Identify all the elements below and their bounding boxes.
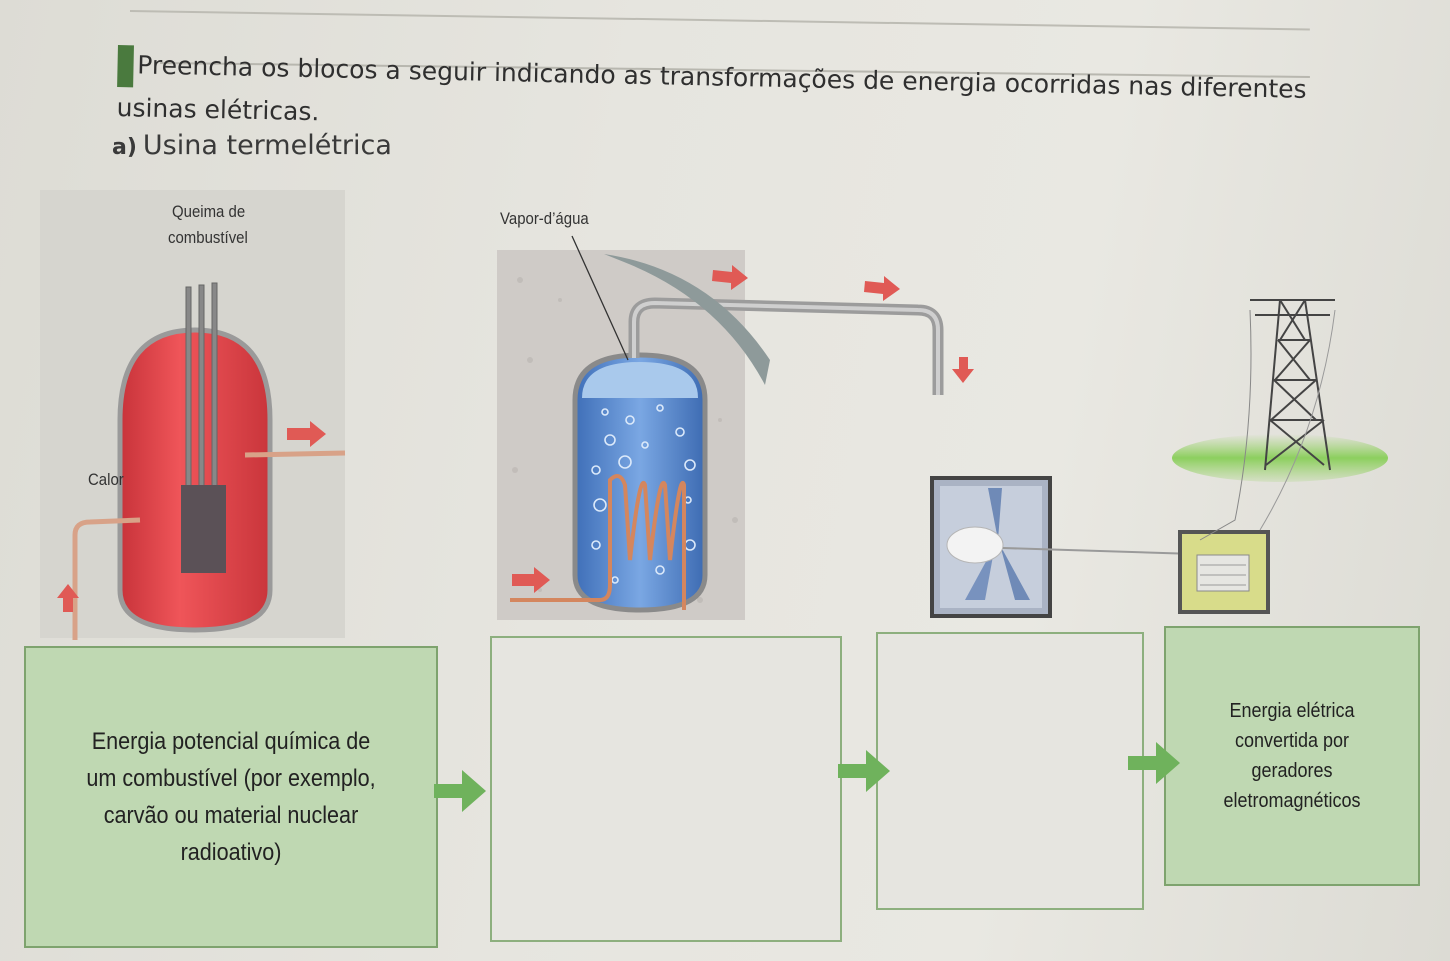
label-queima: Queima de xyxy=(172,202,246,221)
power-line xyxy=(1199,309,1252,541)
curved-stack xyxy=(604,254,770,385)
energy-block-2[interactable] xyxy=(490,636,842,942)
flow-arrow-3 xyxy=(1128,742,1180,784)
inlet-pipe xyxy=(72,517,141,640)
section-title-text: Usina termelétrica xyxy=(142,130,392,161)
energy-block-1: Energia potencial química de um combustí… xyxy=(24,646,438,948)
turbine-blade xyxy=(1000,545,1030,600)
label-vapor: Vapor-d’água xyxy=(500,209,589,228)
steam-arrow-down xyxy=(952,357,974,383)
flow-arrow-2 xyxy=(838,750,890,792)
coil-inflow-arrow xyxy=(512,567,550,593)
transmission-tower xyxy=(1250,299,1335,471)
reactor-vessel xyxy=(117,327,273,633)
flow-arrow-1 xyxy=(434,770,486,812)
grass-patch xyxy=(1172,434,1388,482)
fuel-rod xyxy=(185,286,192,503)
steam-space xyxy=(582,362,698,398)
turbine-hub xyxy=(946,526,1004,564)
bubbles xyxy=(591,404,696,584)
vapor-pointer-line xyxy=(571,235,629,361)
fuel-core xyxy=(181,485,226,573)
outlet-pipe xyxy=(244,450,346,458)
turbine-blade xyxy=(988,488,1002,540)
fuel-rod xyxy=(211,282,218,503)
heat-arrow xyxy=(287,421,326,447)
energy-block-3[interactable] xyxy=(876,632,1144,910)
generator-inner xyxy=(1196,554,1250,592)
energy-block-4: Energia elétrica convertida por geradore… xyxy=(1164,626,1420,886)
fuel-rod xyxy=(198,284,205,503)
energy-block-1-text: Energia potencial química de um combustí… xyxy=(86,728,376,866)
section-letter: a) xyxy=(112,135,137,160)
turbine-shaft xyxy=(1002,547,1196,555)
steam-arrow-1 xyxy=(712,265,748,290)
steam-pipe-highlight xyxy=(632,300,940,395)
inflow-arrow xyxy=(57,584,79,612)
power-line xyxy=(1259,309,1336,531)
energy-block-4-text: Energia elétrica convertida por geradore… xyxy=(1223,700,1361,812)
heating-coil xyxy=(510,474,686,610)
section-title: a)Usina termelétrica xyxy=(112,130,392,161)
label-combustivel: combustível xyxy=(168,228,248,247)
label-calor: Calor xyxy=(88,470,124,489)
steam-arrow-2 xyxy=(864,276,900,301)
stone-texture xyxy=(512,277,738,603)
